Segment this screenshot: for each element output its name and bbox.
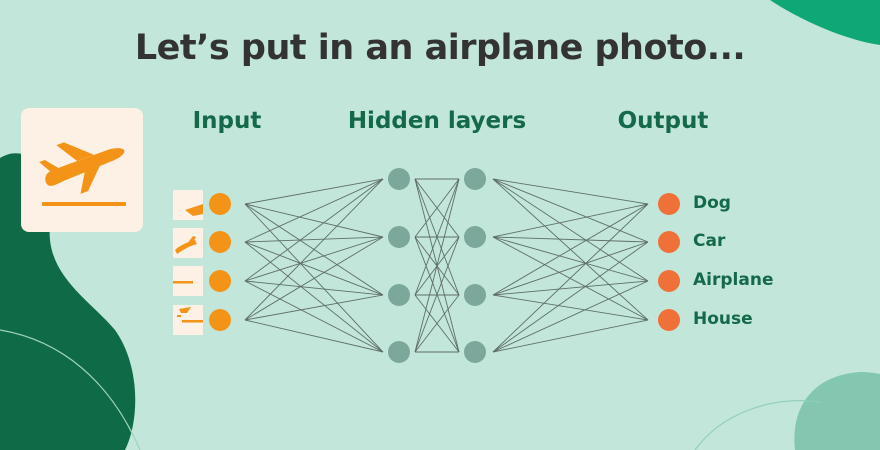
edge-l0-3-0 [244, 178, 384, 321]
edge-l0-2-2 [244, 280, 384, 296]
edge-l2-3-0 [492, 203, 649, 353]
network-nodes [209, 168, 680, 363]
input-tile-4 [173, 305, 203, 335]
input-tile-3 [173, 266, 203, 296]
edge-l2-2-0 [492, 203, 649, 296]
edge-l0-0-0 [244, 178, 384, 205]
input-tile-2 [173, 228, 203, 258]
edge-l0-0-1 [244, 203, 384, 238]
hidden-node-l1-4 [388, 341, 410, 363]
edge-l0-1-1 [244, 236, 384, 243]
edge-l2-3-2 [492, 280, 649, 353]
input-node-1 [209, 193, 231, 215]
edge-l2-0-2 [492, 178, 649, 282]
edge-l0-1-2 [244, 241, 384, 296]
bg-curve-bottom-right [694, 400, 821, 450]
output-label-dog: Dog [693, 193, 731, 213]
airplane-photo-card [21, 108, 143, 232]
edge-l0-2-1 [244, 236, 384, 282]
edge-l0-2-3 [244, 280, 384, 353]
input-node-3 [209, 270, 231, 292]
output-node-3 [658, 270, 680, 292]
hidden-node-l1-3 [388, 284, 410, 306]
edge-l0-3-2 [244, 294, 384, 321]
edge-l0-1-3 [244, 241, 384, 353]
edge-l1-3-0 [414, 178, 460, 353]
hidden-node-l1-2 [388, 226, 410, 248]
edge-l0-3-1 [244, 236, 384, 321]
edge-l0-3-3 [244, 319, 384, 353]
edge-l1-3-2 [414, 294, 460, 353]
edge-l0-1-0 [244, 178, 384, 243]
input-tile-1 [173, 190, 203, 220]
bg-blob-top-right [770, 0, 880, 45]
output-node-1 [658, 193, 680, 215]
input-node-2 [209, 231, 231, 253]
input-column-label: Input [192, 108, 262, 134]
output-node-2 [658, 231, 680, 253]
output-label-car: Car [693, 231, 726, 251]
edge-l1-2-0 [414, 178, 460, 296]
edge-l2-3-1 [492, 241, 649, 353]
edge-l0-2-0 [244, 178, 384, 282]
edge-l1-3-1 [414, 236, 460, 353]
hidden-node-l1-1 [388, 168, 410, 190]
hidden-node-l2-1 [464, 168, 486, 190]
hidden-column-label: Hidden layers [347, 108, 527, 134]
bg-blob-bottom-right [794, 372, 880, 450]
hidden-node-l2-2 [464, 226, 486, 248]
edge-l2-2-2 [492, 280, 649, 296]
edge-l2-2-3 [492, 294, 649, 321]
output-node-4 [658, 309, 680, 331]
output-label-airplane: Airplane [693, 270, 774, 290]
hidden-node-l2-3 [464, 284, 486, 306]
edge-l2-1-0 [492, 203, 649, 238]
edge-l2-3-3 [492, 319, 649, 353]
edge-l2-1-1 [492, 236, 649, 243]
edge-l2-1-2 [492, 236, 649, 282]
network-edges [244, 178, 649, 353]
output-column-label: Output [617, 108, 709, 134]
edge-l1-1-0 [414, 178, 460, 238]
output-label-house: House [693, 309, 753, 329]
page-title: Let’s put in an airplane photo... [134, 28, 746, 68]
edge-l2-0-0 [492, 178, 649, 205]
edge-l2-2-1 [492, 241, 649, 296]
input-node-4 [209, 309, 231, 331]
edge-l2-0-1 [492, 178, 649, 243]
bg-curve-left [0, 329, 141, 450]
hidden-node-l2-4 [464, 341, 486, 363]
airplane-takeoff-icon [39, 142, 126, 206]
